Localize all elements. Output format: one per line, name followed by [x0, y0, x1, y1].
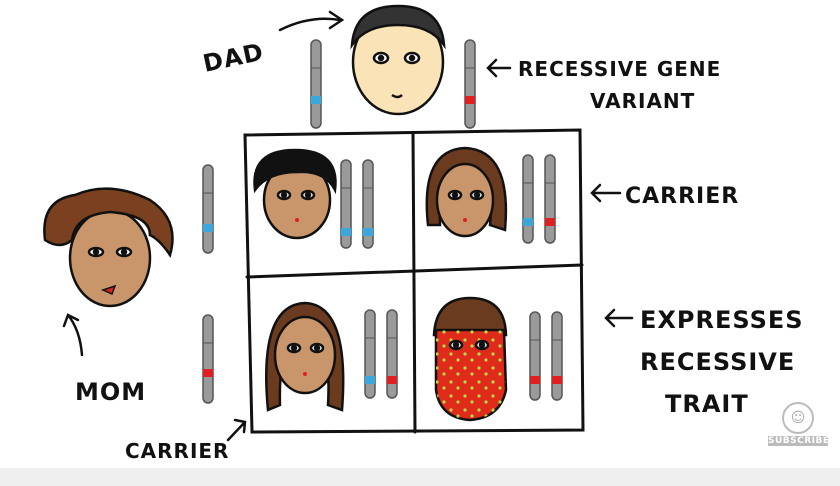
- label-mom: MOM: [75, 378, 146, 406]
- chromosome: [464, 39, 476, 129]
- recessive-band: [387, 376, 397, 384]
- child-face-long-hair-top: [425, 146, 508, 238]
- dad-face: [350, 4, 446, 116]
- dominant-band: [341, 228, 351, 236]
- arrow-carrier-bottom: [226, 418, 247, 442]
- arrow-to-gene: [486, 58, 512, 78]
- dominant-band: [311, 96, 321, 104]
- recessive-band: [552, 376, 562, 384]
- label-trait: TRAIT: [665, 390, 749, 418]
- label-recessive: RECESSIVE: [640, 348, 795, 376]
- mom-face: [43, 187, 174, 308]
- arrow-mom: [62, 313, 84, 357]
- chromosome: [310, 39, 322, 129]
- recessive-band: [530, 376, 540, 384]
- child-face-long-hair-bottom: [265, 301, 345, 412]
- chromosome: [529, 311, 541, 401]
- dominant-band: [523, 218, 533, 226]
- arrow-expresses: [604, 308, 634, 328]
- label-dad: DAD: [200, 38, 266, 78]
- chromosome: [522, 154, 534, 244]
- punnett-grid: [243, 128, 585, 434]
- bottom-bar: [0, 468, 840, 486]
- arrow-to-dad: [278, 10, 345, 32]
- chromosome: [340, 159, 352, 249]
- label-recessive-gene: RECESSIVE GENE: [518, 57, 721, 81]
- dominant-band: [203, 224, 213, 232]
- arrow-carrier: [590, 183, 622, 203]
- chromosome: [202, 164, 214, 254]
- recessive-band: [203, 369, 213, 377]
- chromosome: [544, 154, 556, 244]
- label-carrier-right: CARRIER: [625, 184, 739, 209]
- chromosome: [386, 309, 398, 399]
- chromosomes: [202, 39, 563, 404]
- subscribe-button[interactable]: ☺ SUBSCRIBE: [768, 402, 830, 446]
- recessive-band: [545, 218, 555, 226]
- child-face-curly: [253, 148, 337, 240]
- dominant-band: [363, 228, 373, 236]
- recessive-band: [465, 96, 475, 104]
- chromosome: [362, 159, 374, 249]
- pbs-logo-icon: ☺: [782, 402, 814, 434]
- dominant-band: [365, 376, 375, 384]
- chromosome: [202, 314, 214, 404]
- chromosome: [364, 309, 376, 399]
- child-face-spotted: [432, 296, 508, 422]
- chromosome: [551, 311, 563, 401]
- label-variant: VARIANT: [590, 89, 695, 113]
- label-carrier-bottom: CARRIER: [125, 439, 229, 463]
- subscribe-label: SUBSCRIBE: [768, 436, 830, 446]
- label-expresses: EXPRESSES: [640, 306, 804, 334]
